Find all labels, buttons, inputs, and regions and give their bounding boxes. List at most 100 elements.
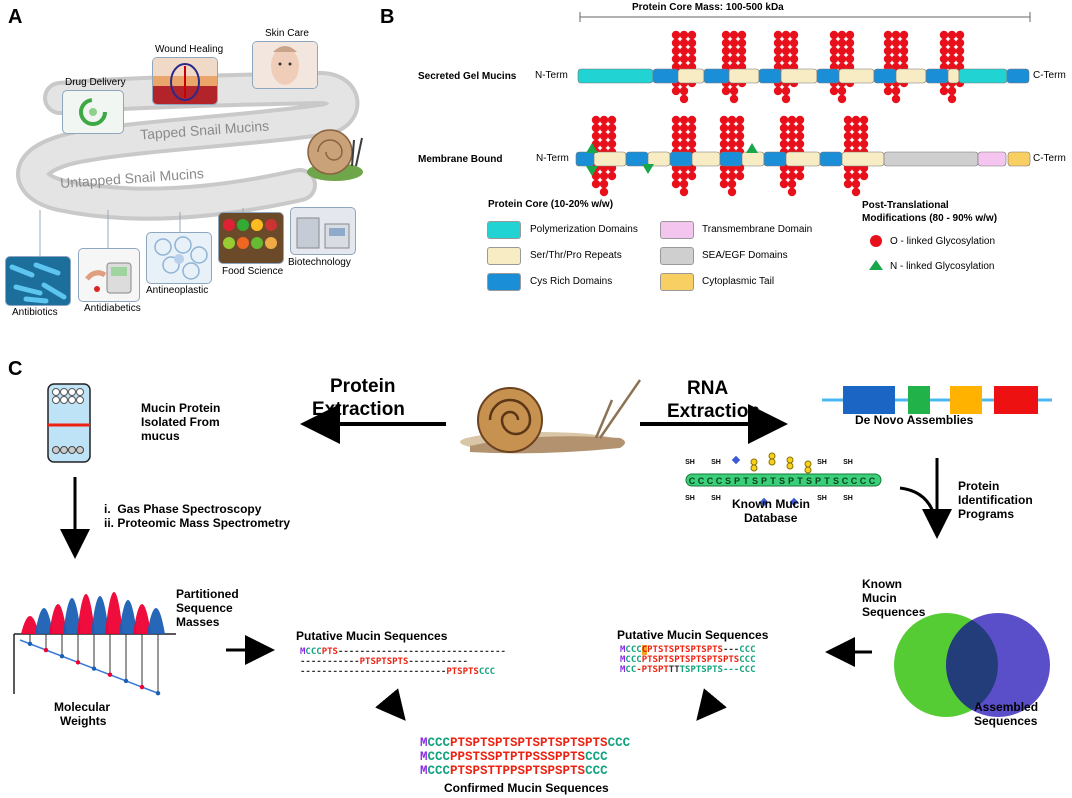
food-science-image [218, 212, 284, 264]
o-glycan [779, 131, 789, 141]
o-glycan [773, 38, 783, 48]
sequence-segment: CCC [427, 750, 451, 764]
membrane-domain-repeats [647, 151, 671, 167]
o-glycan [687, 123, 697, 133]
molecular-line-1: Molecular [54, 700, 111, 714]
legend-swatch-polymerization [487, 221, 521, 239]
left-to-confirmed-arrow [375, 688, 406, 721]
sequence-segment: CCC [305, 647, 322, 657]
o-glycan [939, 38, 949, 48]
membrane-domain-cys [575, 151, 595, 167]
ms-peak [133, 604, 151, 634]
protein-extraction-line-1: Protein [330, 376, 396, 397]
o-glycan [891, 30, 901, 40]
o-glycan [687, 46, 697, 56]
o-glycan [591, 171, 601, 181]
snail-shell [307, 129, 353, 175]
n-glycan-3 [642, 164, 654, 174]
secreted-domain-cys [925, 68, 949, 84]
o-glycan [955, 46, 965, 56]
sequence-segment: CCC [739, 655, 756, 665]
o-glycan [735, 123, 745, 133]
secreted-glycan-cluster-2 [721, 30, 747, 104]
wound-healing-image [152, 57, 218, 105]
o-glycan [939, 86, 949, 96]
o-glycan [795, 115, 805, 125]
mucin-column-tube [47, 383, 91, 463]
secreted-domain-repeats [677, 68, 705, 84]
db-residue: T [770, 476, 776, 486]
o-glycan [939, 30, 949, 40]
o-glycan [787, 123, 797, 133]
o-glycan [779, 179, 789, 189]
o-glycan [671, 86, 681, 96]
ms-peak [91, 596, 109, 634]
de-novo-assemblies-label: De Novo Assemblies [855, 413, 974, 427]
putative-left-line: ---------------------------PTSPTSCCC [300, 667, 506, 677]
o-glycan [851, 179, 861, 189]
o-glycan [837, 94, 847, 104]
o-glycan [795, 131, 805, 141]
sequence-segment: CCC [427, 736, 451, 750]
label-biotechnology: Biotechnology [288, 257, 351, 268]
o-glycan [687, 54, 697, 64]
o-glycan [955, 38, 965, 48]
membrane-domain-cys [625, 151, 649, 167]
o-glycan [727, 171, 737, 181]
confirmed-line: MCCCPTSPTSPTSPTSPTSPTSPTSCCC [420, 736, 630, 750]
o-glycan [843, 139, 853, 149]
sequence-segment: --------------------------- [300, 667, 447, 677]
sequence-segment: PTSPTSPTSPTSPTSPTSPTS [450, 736, 608, 750]
o-glycan [829, 86, 839, 96]
o-glycan [899, 54, 909, 64]
membrane-domain-repeats [841, 151, 885, 167]
o-glycan [729, 38, 739, 48]
o-glycan [891, 46, 901, 56]
partitioned-line-3: Masses [176, 615, 220, 629]
known-seq-line-3: Sequences [862, 605, 926, 619]
secreted-glycan-cluster-3 [773, 30, 799, 104]
db-residue: C [860, 476, 867, 486]
ms-peak [147, 608, 165, 634]
o-glycan [679, 86, 689, 96]
db-sh-label: SH [685, 459, 695, 466]
secreted-domain-repeats [838, 68, 875, 84]
db-residue: C [689, 476, 696, 486]
db-residue: C [716, 476, 723, 486]
membrane-domain-repeats [691, 151, 721, 167]
sequence-segment: M [420, 764, 428, 778]
o-glycan [671, 171, 681, 181]
o-glycan [859, 123, 869, 133]
o-glycan [679, 139, 689, 149]
o-glycan [787, 115, 797, 125]
o-glycan [883, 86, 893, 96]
legend-label-polymerization: Polymerization Domains [530, 224, 638, 235]
o-glycan [773, 30, 783, 40]
legend-label-sea-egf: SEA/EGF Domains [702, 250, 788, 261]
membrane-domain-cys [669, 151, 693, 167]
o-glycan [845, 46, 855, 56]
o-glycan [687, 115, 697, 125]
de-novo-assembly-bar [822, 386, 1052, 414]
putative-right-line: MCC-PTSPTTTTSPTSPTS---CCC [620, 665, 756, 675]
o-glycan [795, 123, 805, 133]
legend-swatch-transmembrane [660, 221, 694, 239]
ms-point [123, 678, 129, 684]
legend-ptm-title-2: Modifications (80 - 90% w/w) [862, 213, 998, 224]
db-residue: C [842, 476, 849, 486]
db-glycan [804, 466, 812, 474]
membrane-c-term-label: C-Term [1033, 153, 1066, 164]
o-glycan [727, 139, 737, 149]
o-glycan [727, 123, 737, 133]
db-sh-label: SH [685, 495, 695, 502]
known-seq-line-1: Known [862, 577, 902, 591]
db-sh-label: SH [843, 459, 853, 466]
o-glycan [851, 123, 861, 133]
sequence-segment: M [620, 645, 626, 655]
db-glycan-diamond [731, 455, 741, 465]
o-glycan [687, 171, 697, 181]
label-antineoplastic: Antineoplastic [146, 285, 209, 296]
o-glycan [851, 139, 861, 149]
membrane-domain-transmembrane [977, 151, 1007, 167]
antibiotics-image [5, 256, 71, 306]
